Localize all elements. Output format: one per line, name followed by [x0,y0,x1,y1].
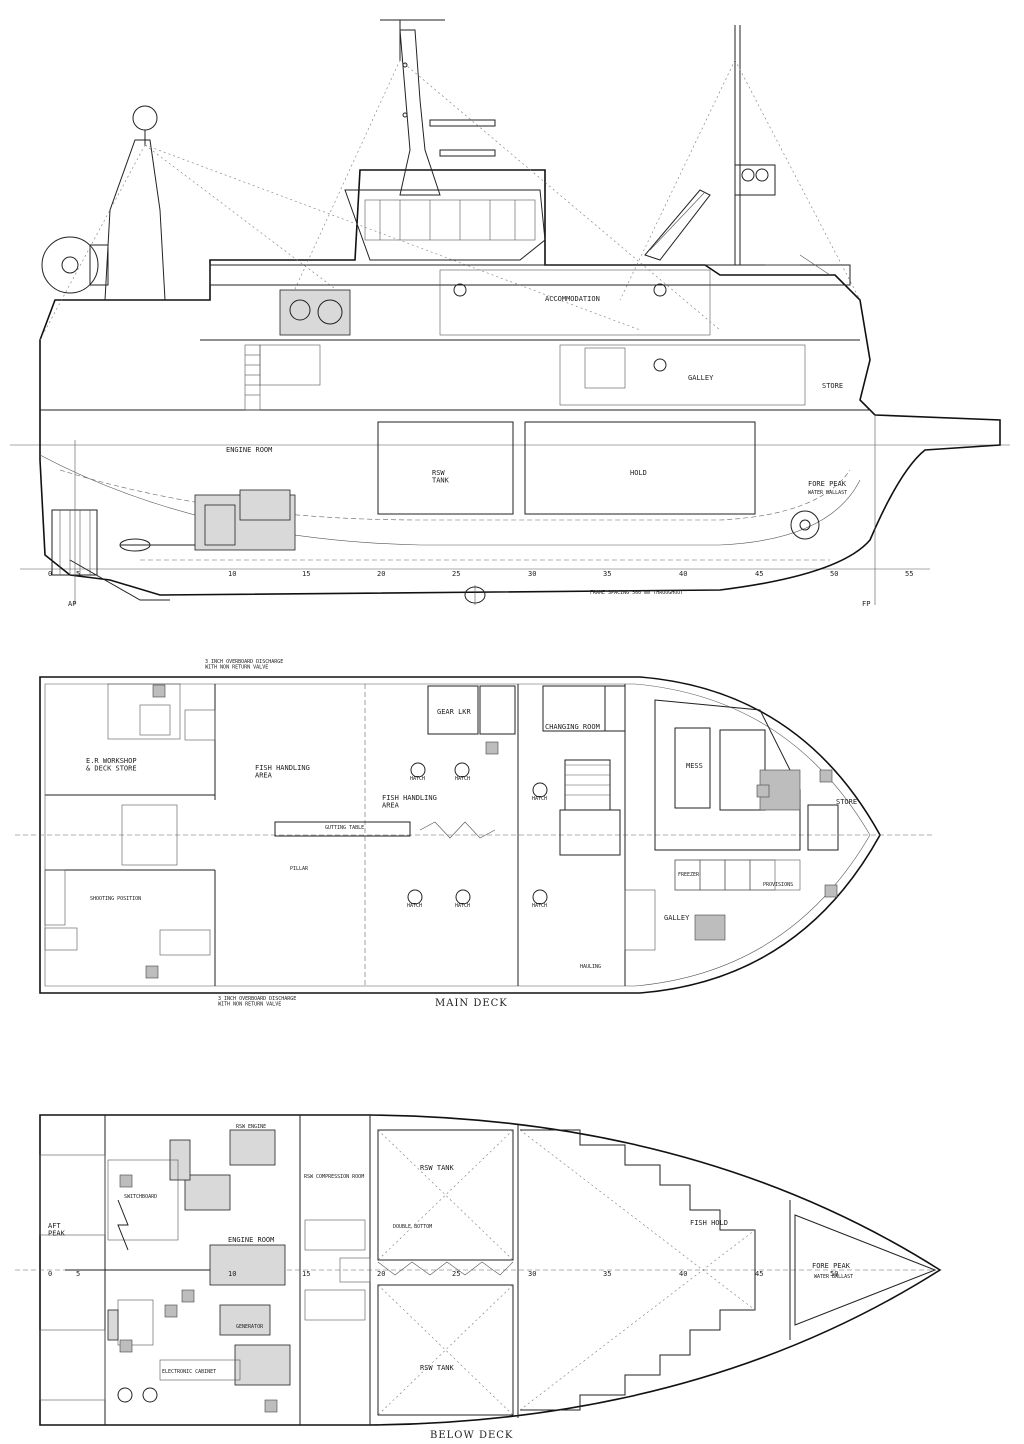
frame-label: 0 [48,1270,52,1278]
generator-label: GENERATOR [236,1324,264,1330]
fore-peak-sub-label-below: WATER BALLAST [814,1274,853,1280]
frame-label: 10 [228,570,236,578]
store-label: STORE [822,382,843,390]
frame-label: 0 [48,570,52,578]
hold-label: HOLD [630,469,647,477]
rsw-tank-top-label: RSW TANK [420,1164,455,1172]
double-bottom-label: DOUBLE BOTTOM [393,1224,432,1230]
fish-hold-label: FISH HOLD [690,1219,728,1227]
frame-label: 30 [528,570,536,578]
hatch-label: HATCH [407,903,422,909]
profile-view: 0 5 10 15 20 25 30 35 40 45 50 55 ACCOMM… [10,19,1010,608]
frame-label: 5 [76,570,80,578]
frame-label: 5 [76,1270,80,1278]
shooting-position-label: SHOOTING POSITION [90,896,141,902]
changing-room-label: CHANGING ROOM [545,723,600,731]
electronic-cabinet-label: ELECTRONIC CABINET [162,1369,216,1375]
store-label-main: STORE [836,798,857,806]
frame-label: 20 [377,1270,385,1278]
accommodation-label: ACCOMMODATION [545,295,600,303]
engine-room-label: ENGINE ROOM [226,446,272,454]
fore-peak-label: FORE PEAK [808,480,847,488]
profile-frame-scale: 0 5 10 15 20 25 30 35 40 45 50 55 [48,570,913,578]
frame-label: 50 [830,570,838,578]
galley-label-main: GALLEY [664,914,690,922]
hauling-label: HAULING [580,964,601,970]
er-workshop-label: E.R WORKSHOP& DECK STORE [86,757,137,773]
below-deck-frame-scale: 0 5 10 15 20 25 30 35 40 45 50 [48,1270,838,1278]
rsw-engine-label: RSW ENGINE [236,1124,266,1130]
frame-label: 40 [679,570,687,578]
switchboard-label: SWITCHBOARD [124,1194,157,1200]
frame-spacing-note: FRAME SPACING 560 mm THROUGHOUT [590,590,683,596]
pillar-label: PILLAR [290,866,309,872]
rsw-tank-bottom-label: RSW TANK [420,1364,455,1372]
fore-perpendicular-label: FP [862,600,870,608]
hull-outline [39,169,1001,596]
frame-label: 55 [905,570,913,578]
frame-label: 15 [302,1270,310,1278]
fore-peak-sub-label: WATER BALLAST [808,490,847,496]
freezer-label: FREEZER [678,872,700,878]
frame-label: 50 [830,1270,838,1278]
main-deck-title: MAIN DECK [435,998,508,1009]
hatch-label: HATCH [410,776,425,782]
frame-label: 35 [603,570,611,578]
engine-room-label-below: ENGINE ROOM [228,1236,274,1244]
galley-label: GALLEY [688,374,714,382]
fore-peak-label-below: FORE PEAK [812,1262,851,1270]
frame-label: 40 [679,1270,687,1278]
mess-label: MESS [686,762,703,770]
below-deck-title: BELOW DECK [430,1430,513,1441]
hatch-label: HATCH [455,776,470,782]
aft-perpendicular-label: AP [68,600,76,608]
hatch-label: HATCH [532,796,547,802]
frame-label: 20 [377,570,385,578]
frame-label: 35 [603,1270,611,1278]
rsw-compression-room-label: RSW COMPRESSION ROOM [304,1174,364,1180]
frame-label: 45 [755,570,763,578]
frame-label: 45 [755,1270,763,1278]
hatch-label: HATCH [532,903,547,909]
hatch-label: HATCH [455,903,470,909]
frame-label: 25 [452,570,460,578]
frame-label: 10 [228,1270,236,1278]
provisions-label: PROVISIONS [763,882,793,888]
frame-label: 30 [528,1270,536,1278]
gutting-table-label: GUTTING TABLE [325,825,364,831]
gear-locker-label: GEAR LKR [437,708,472,716]
frame-label: 25 [452,1270,460,1278]
frame-label: 15 [302,570,310,578]
